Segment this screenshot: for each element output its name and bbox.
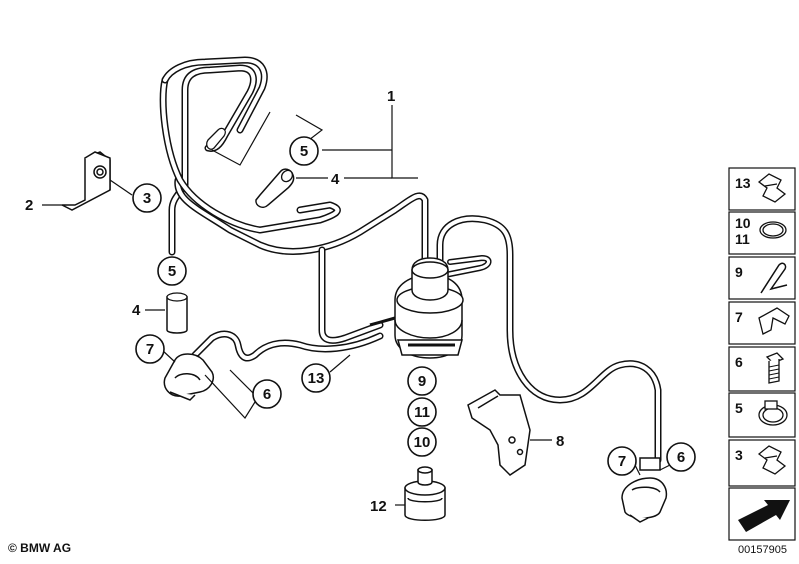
legend-number: 13 <box>735 175 751 191</box>
callout-number: 9 <box>418 373 426 390</box>
callout-circle <box>135 334 165 364</box>
callout-6-right: 6 <box>666 442 696 472</box>
callout-circle <box>407 427 437 457</box>
legend-box <box>728 167 796 211</box>
callout-11: 11 <box>407 397 437 427</box>
label-4-lower: 4 <box>132 302 141 319</box>
hose-clip-icon <box>758 307 790 335</box>
callout-circle <box>289 136 319 166</box>
callout-circle <box>607 446 637 476</box>
callout-number: 3 <box>143 190 151 207</box>
hose-clamp-icon <box>758 400 788 426</box>
legend-number: 5 <box>735 400 743 416</box>
callout-circle <box>407 366 437 396</box>
label-4-upper: 4 <box>331 171 340 188</box>
label-2: 2 <box>25 197 33 214</box>
callout-circle <box>666 442 696 472</box>
legend-number: 7 <box>735 309 743 325</box>
callout-9: 9 <box>407 366 437 396</box>
legend-number: 6 <box>735 354 743 370</box>
clip-icon <box>757 445 787 475</box>
o-ring-icon <box>759 221 787 239</box>
legend-number: 10 <box>735 215 751 231</box>
legend-box <box>728 346 796 392</box>
legend-item: 13 <box>728 167 796 211</box>
callout-circle <box>252 379 282 409</box>
callout-circle <box>301 363 331 393</box>
callout-5-left: 5 <box>157 256 187 286</box>
label-12: 12 <box>370 498 387 515</box>
clip-icon <box>757 173 787 203</box>
legend-box <box>728 439 796 487</box>
label-8: 8 <box>556 433 564 450</box>
legend-item: 6 <box>728 346 796 392</box>
callout-circle <box>157 256 187 286</box>
callout-circle <box>132 183 162 213</box>
callout-number: 5 <box>168 263 176 280</box>
connector-left <box>163 353 214 401</box>
callout-number: 6 <box>677 449 685 466</box>
callouts: 5 3 5 7 13 6 9 11 10 7 6 <box>132 136 696 476</box>
callout-number: 6 <box>263 386 271 403</box>
callout-13: 13 <box>301 363 331 393</box>
hose-lower <box>166 292 188 334</box>
copyright-text: © BMW AG <box>8 541 71 555</box>
legend-number: 3 <box>735 447 743 463</box>
callout-6-left: 6 <box>252 379 282 409</box>
screw-icon <box>765 352 785 384</box>
callout-3: 3 <box>132 183 162 213</box>
bracket-8 <box>467 389 531 476</box>
plain-labels: 1 4 2 4 8 12 <box>25 88 564 515</box>
callout-number: 13 <box>308 370 325 387</box>
fuel-filter <box>369 257 464 359</box>
document-number: 00157905 <box>738 544 787 556</box>
legend-number: 9 <box>735 264 743 280</box>
callout-number: 5 <box>300 143 308 160</box>
callout-number: 7 <box>146 341 154 358</box>
label-1: 1 <box>387 88 395 105</box>
hose-upper <box>255 168 295 208</box>
callout-10: 10 <box>407 427 437 457</box>
next-arrow-icon[interactable] <box>728 487 796 541</box>
callout-5-upper: 5 <box>289 136 319 166</box>
callout-number: 7 <box>618 453 626 470</box>
pressure-regulator <box>404 466 446 521</box>
legend-item: 3 <box>728 439 796 487</box>
callout-circle <box>407 397 437 427</box>
fuel-lines <box>159 56 662 464</box>
legend-item: 9 <box>728 256 796 300</box>
hose-stub <box>206 127 226 150</box>
connector-right <box>621 457 668 523</box>
callout-number: 11 <box>414 404 430 421</box>
legend-item: 5 <box>728 392 796 438</box>
callout-7-right: 7 <box>607 446 637 476</box>
callout-number: 10 <box>414 434 431 451</box>
spring-clip-icon <box>760 262 788 294</box>
legend-number: 11 <box>735 231 750 247</box>
legend-item: 7 <box>728 301 796 345</box>
bracket-2 <box>61 151 111 211</box>
callout-7-left: 7 <box>135 334 165 364</box>
